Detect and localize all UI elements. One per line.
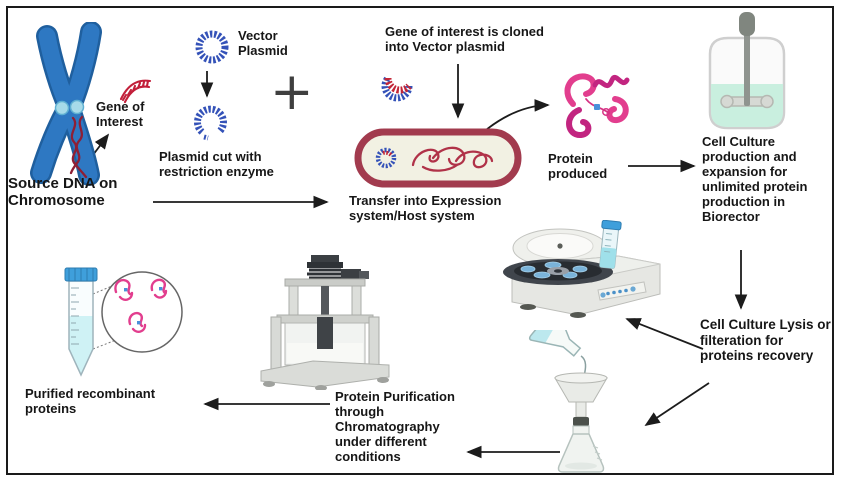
purified-label: Purified recombinant proteins [25,386,156,417]
arrow-lysis-to-centrifuge [625,318,704,350]
transfer-label: Transfer into Expression system/Host sys… [349,193,502,224]
gene-fragment-icon [119,79,152,104]
arrow-lysis-to-filtration [644,382,710,426]
recombinant-plasmid-icon [381,75,413,102]
magnifier-circle-icon [101,271,183,353]
chromatography-icon [260,255,390,390]
falcon-tube-icon [64,267,183,377]
purification-label: Protein Purification through Chromatogra… [335,389,455,465]
source-dna-label: Source DNA on Chromosome [8,175,118,210]
plasmid-cut-label: Plasmid cut with restriction enzyme [159,149,274,180]
protein-produced-label: Protein produced [548,151,608,182]
bioreactor-icon [708,12,786,130]
cut-plasmid-icon [194,105,227,141]
gene-cloned-label: Gene of interest is cloned into Vector p… [385,24,544,55]
filtration-icon [528,330,608,473]
protein-icon [564,73,630,138]
centrifuge-icon [503,220,661,318]
vector-plasmid-icon [195,30,229,64]
lysis-label: Cell Culture Lysis or filteration for pr… [700,317,831,364]
vector-plasmid-label: Vector Plasmid [238,28,288,59]
bacterium-icon [354,128,522,188]
chromosome-icon [30,22,102,186]
cell-culture-label: Cell Culture production and expansion fo… [702,134,808,225]
plus-sign: + [270,62,314,122]
gene-of-interest-label: Gene of Interest [96,99,145,130]
